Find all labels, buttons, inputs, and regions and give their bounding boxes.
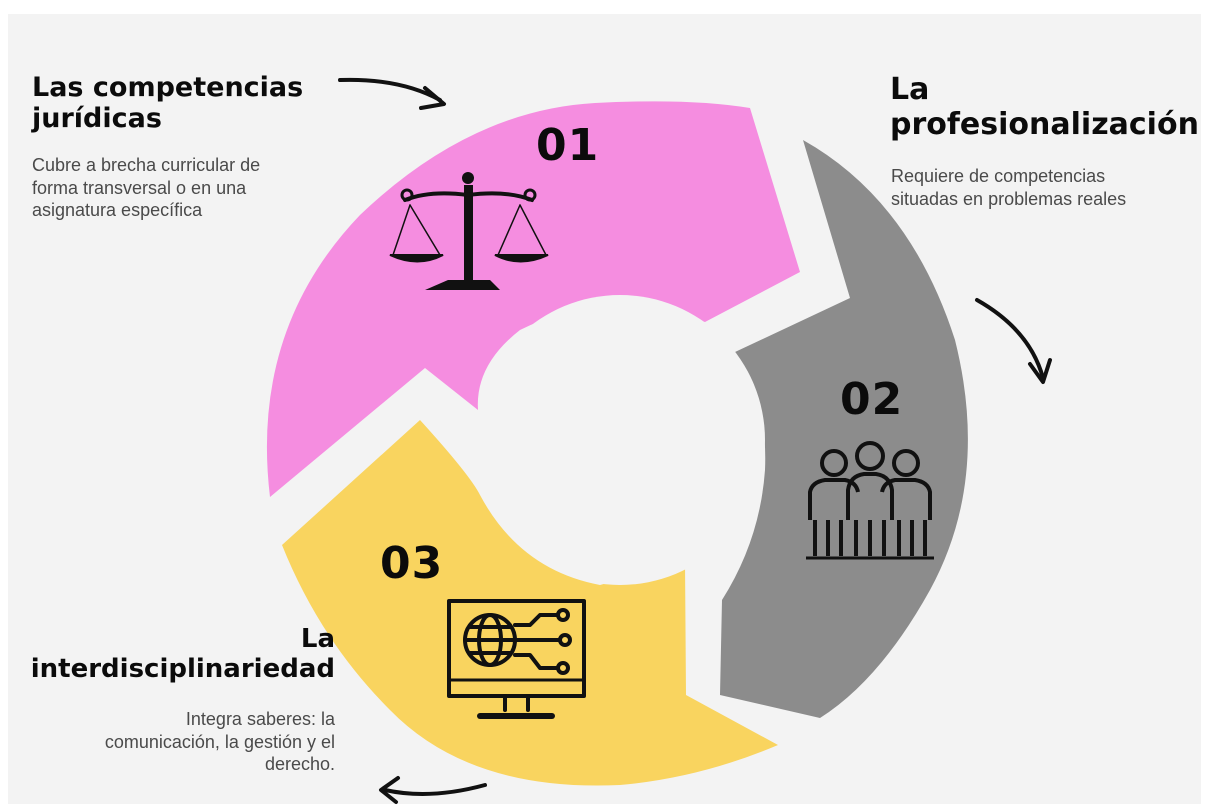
segment-02 bbox=[720, 140, 968, 718]
people-group-icon bbox=[806, 441, 934, 560]
step-03-desc-line1: Integra saberes: la bbox=[185, 709, 335, 729]
step-02-desc-line2: situadas en problemas reales bbox=[891, 188, 1127, 209]
step-03-title-line2: interdisciplinariedad bbox=[30, 653, 335, 684]
arrow-right-head-icon bbox=[1028, 358, 1052, 384]
step-01-desc-line2: forma transversal o en una bbox=[32, 177, 247, 198]
step-02-description: Requiere de competencias situadas en pro… bbox=[891, 165, 1126, 210]
step-02-title: La profesionalización bbox=[890, 72, 1199, 142]
step-01-title: Las competencias jurídicas bbox=[32, 72, 303, 134]
arrow-top-head-icon bbox=[419, 86, 446, 110]
step-02-number: 02 bbox=[840, 374, 904, 425]
scales-of-justice-icon bbox=[389, 172, 549, 290]
step-01-number: 01 bbox=[536, 120, 600, 171]
step-03-title: La interdisciplinariedad bbox=[30, 624, 335, 685]
arrow-bottom-icon bbox=[383, 783, 487, 796]
step-02-desc-line1: Requiere de competencias bbox=[891, 166, 1106, 186]
arrow-bottom-head-icon bbox=[379, 776, 400, 804]
step-02-title-line2: profesionalización bbox=[890, 106, 1199, 142]
step-03-desc-line3: derecho. bbox=[264, 754, 335, 774]
step-02-title-line1: La bbox=[890, 72, 930, 107]
segment-01 bbox=[266, 101, 800, 497]
step-03-title-line1: La bbox=[300, 624, 335, 654]
step-03-desc-line2: comunicación, la gestión y el bbox=[104, 731, 335, 752]
computer-network-icon bbox=[447, 599, 586, 719]
step-01-desc-line1: Cubre a brecha curricular de bbox=[32, 155, 261, 175]
arrow-right-icon bbox=[975, 298, 1045, 380]
step-01-title-line2: jurídicas bbox=[32, 103, 162, 135]
step-01-description: Cubre a brecha curricular de forma trans… bbox=[32, 154, 260, 222]
step-03-number: 03 bbox=[380, 538, 444, 589]
center-hole bbox=[475, 295, 765, 585]
step-01-desc-line3: asignatura específica bbox=[32, 200, 203, 220]
step-01-title-line1: Las competencias bbox=[32, 72, 304, 103]
step-03-description: Integra saberes: la comunicación, la ges… bbox=[105, 708, 335, 776]
